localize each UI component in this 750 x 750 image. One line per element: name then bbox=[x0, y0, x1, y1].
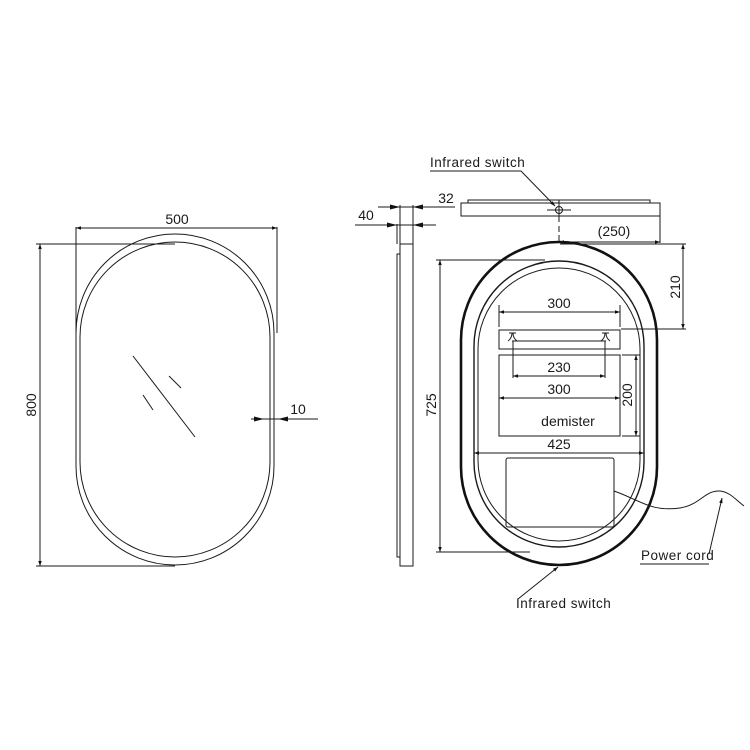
back-frame-outer bbox=[459, 240, 659, 567]
switch-offset-label: (250) bbox=[598, 223, 631, 239]
back-height-label: 725 bbox=[423, 393, 439, 417]
bracket-hook-left-icon bbox=[507, 332, 518, 342]
front-width-label: 500 bbox=[165, 211, 189, 227]
power-cord bbox=[613, 490, 745, 510]
side-view: 32 40 bbox=[355, 190, 455, 567]
demister-label: demister bbox=[541, 413, 595, 429]
front-view: 500 800 10 bbox=[23, 211, 318, 567]
hanging-bracket bbox=[498, 329, 621, 350]
back-view: 210 725 300 230 300 dem bbox=[423, 240, 745, 611]
mirror-frame-outer bbox=[75, 233, 275, 566]
demister-width-label: 300 bbox=[547, 381, 571, 397]
top-view: Infrared switch (250) bbox=[430, 155, 661, 244]
infrared-switch-bottom-label: Infrared switch bbox=[516, 596, 611, 611]
mirror-frame-inner bbox=[79, 241, 271, 558]
power-cord-label: Power cord bbox=[641, 548, 714, 563]
side-depth-inner-label: 32 bbox=[438, 190, 454, 206]
frame-thickness-label: 10 bbox=[290, 401, 306, 417]
back-frame-inner-2 bbox=[477, 267, 641, 542]
led-driver-box bbox=[505, 457, 615, 528]
side-depth-outer-label: 40 bbox=[358, 207, 374, 223]
front-height-label: 800 bbox=[23, 393, 39, 417]
back-frame-inner-1 bbox=[473, 260, 645, 548]
bracket-hole-spacing-label: 230 bbox=[547, 359, 571, 375]
glass-reflection-icon bbox=[132, 355, 196, 438]
demister-pad bbox=[498, 354, 621, 437]
top-profile bbox=[460, 202, 661, 217]
demister-height-label: 200 bbox=[619, 383, 635, 407]
infrared-switch-top-label: Infrared switch bbox=[430, 155, 525, 170]
side-profile-body bbox=[399, 243, 414, 567]
bracket-width-label: 300 bbox=[547, 295, 571, 311]
bracket-hook-right-icon bbox=[600, 332, 611, 342]
top-offset-label: 210 bbox=[667, 275, 683, 299]
mount-width-label: 425 bbox=[547, 436, 571, 452]
